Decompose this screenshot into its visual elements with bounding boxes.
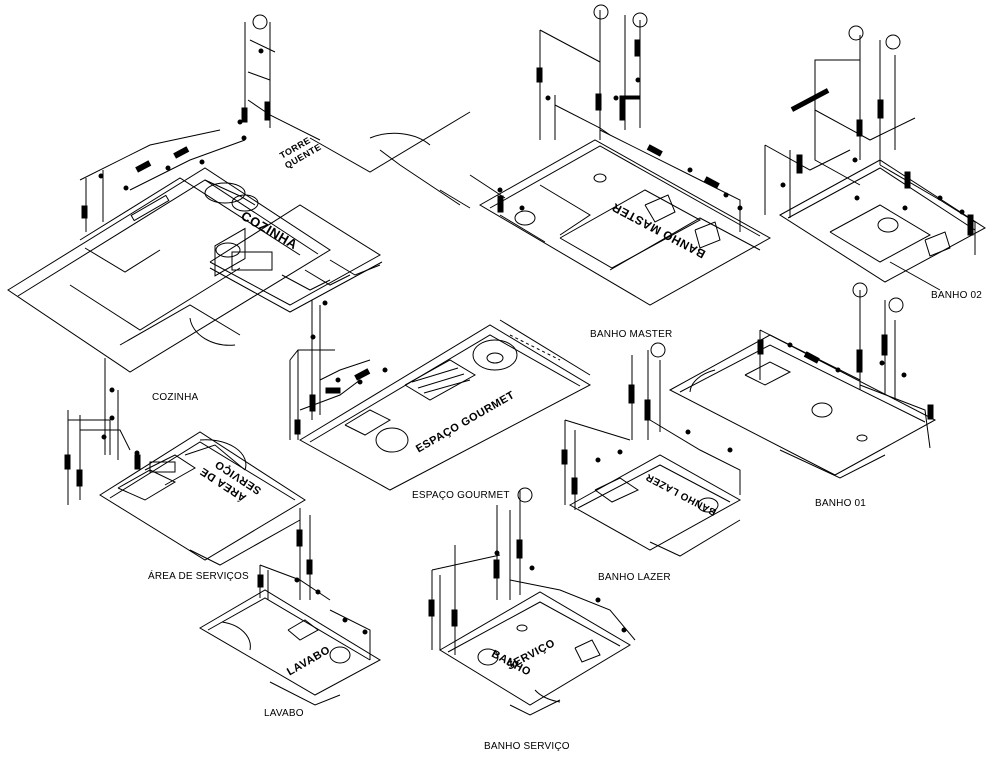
isometric-banho-master (440, 5, 770, 305)
caption-espaco-gourmet: ESPAÇO GOURMET (412, 490, 510, 501)
caption-lavabo: LAVABO (264, 708, 304, 719)
isometric-lavabo (200, 508, 380, 705)
caption-banho-01: BANHO 01 (815, 498, 867, 509)
caption-banho-servico: BANHO SERVIÇO (484, 741, 570, 752)
isometric-espaco-gourmet (290, 300, 590, 490)
isometric-banho-lazer (562, 343, 740, 556)
caption-banho-master: BANHO MASTER (590, 329, 673, 340)
caption-cozinha: COZINHA (152, 392, 199, 403)
isometric-banho-01 (670, 283, 935, 478)
isometric-banho-02 (765, 26, 985, 290)
caption-banho-lazer: BANHO LAZER (598, 572, 671, 583)
caption-banho-02: BANHO 02 (931, 290, 983, 301)
isometric-area-servicos (65, 358, 305, 565)
caption-area-servicos: ÁREA DE SERVIÇOS (148, 571, 249, 582)
isometric-banho-servico (429, 488, 635, 715)
isometric-cozinha (8, 15, 470, 372)
